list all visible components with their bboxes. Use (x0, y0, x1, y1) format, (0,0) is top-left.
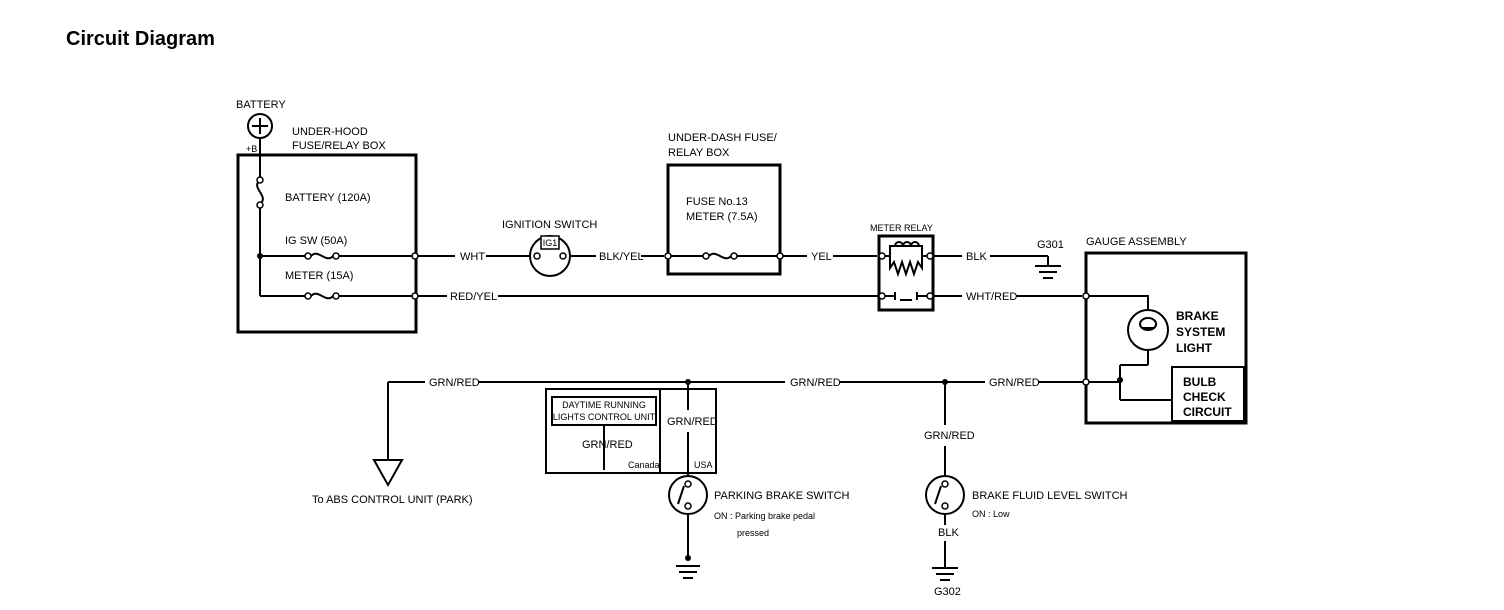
bfl-blk-label: BLK (938, 527, 959, 539)
wire-wht-label: WHT (460, 251, 485, 263)
pbs-grnred-label: GRN/RED (667, 416, 718, 428)
wire-blk-label: BLK (966, 251, 987, 263)
drl-grnred-label: GRN/RED (582, 439, 633, 451)
fluid-on-label: ON : Low (972, 509, 1010, 519)
fluid-switch-label: BRAKE FLUID LEVEL SWITCH (972, 490, 1128, 502)
g302-label: G302 (934, 586, 961, 598)
brake-light-label-3: LIGHT (1176, 341, 1213, 355)
ig1-label: IG1 (543, 238, 558, 248)
meter-fuse (260, 292, 419, 300)
wire-grnred-bus (388, 379, 1083, 385)
battery-fuse (256, 155, 264, 296)
brake-fluid-level-switch (925, 475, 965, 581)
ignition-switch-label: IGNITION SWITCH (502, 219, 597, 231)
under-hood-label-1: UNDER-HOOD (292, 126, 368, 138)
parking-brake-switch (668, 475, 708, 579)
meter-relay (877, 234, 935, 312)
g301-label: G301 (1037, 239, 1064, 251)
usa-label: USA (694, 460, 713, 470)
under-hood-label-2: FUSE/RELAY BOX (292, 140, 386, 152)
brake-light-label-1: BRAKE (1176, 309, 1219, 323)
relay-coil (878, 241, 934, 278)
brake-light-label-2: SYSTEM (1176, 325, 1225, 339)
wire-grnred-mid-label: GRN/RED (790, 377, 841, 389)
ground-g301 (1035, 256, 1061, 279)
fuse-13 (664, 252, 784, 260)
wire-blkyel-label: BLK/YEL (599, 251, 644, 263)
bfl-grnred-label: GRN/RED (924, 430, 975, 442)
battery-label: BATTERY (236, 99, 286, 111)
meter-relay-label: METER RELAY (870, 223, 933, 233)
gauge-assembly-label: GAUGE ASSEMBLY (1086, 236, 1187, 248)
fuse-battery-label: BATTERY (120A) (285, 192, 371, 204)
wire-grnred-right-label: GRN/RED (989, 377, 1040, 389)
abs-arrow (372, 382, 404, 488)
bulb-check-label-2: CHECK (1183, 390, 1226, 404)
fuse-igsw-label: IG SW (50A) (285, 235, 347, 247)
bulb-check-label-3: CIRCUIT (1183, 405, 1232, 419)
canada-label: Canada (628, 460, 660, 470)
fuse13-label-2: METER (7.5A) (686, 211, 758, 223)
under-dash-label-2: RELAY BOX (668, 147, 730, 159)
abs-control-label: To ABS CONTROL UNIT (PARK) (312, 494, 473, 506)
parking-on-label-2: pressed (737, 528, 769, 538)
fuse13-label-1: FUSE No.13 (686, 196, 748, 208)
drl-control-unit-box (545, 388, 717, 474)
fuse-meter-label: METER (15A) (285, 270, 353, 282)
page-title: Circuit Diagram (66, 28, 215, 50)
bulb-check-label-1: BULB (1183, 375, 1217, 389)
drl-label-1: DAYTIME RUNNING (562, 400, 646, 410)
wire-grnred-left-label: GRN/RED (429, 377, 480, 389)
wire-redyel-label: RED/YEL (450, 291, 497, 303)
parking-on-label-1: ON : Parking brake pedal (714, 511, 815, 521)
battery-symbol (247, 113, 273, 155)
wire-yel-label: YEL (811, 251, 832, 263)
brake-system-light (1089, 295, 1169, 383)
parking-switch-label: PARKING BRAKE SWITCH (714, 490, 850, 502)
relay-contact (878, 292, 934, 301)
ig-sw-fuse (260, 252, 419, 260)
under-dash-label-1: UNDER-DASH FUSE/ (668, 132, 778, 144)
under-dash-fuse-box (666, 163, 782, 276)
under-hood-fuse-box (236, 153, 418, 334)
wire-whtred-label: WHT/RED (966, 291, 1017, 303)
gauge-assembly (1084, 251, 1248, 425)
battery-terminal-label: +B (246, 144, 257, 154)
drl-label-2: LIGHTS CONTROL UNIT (553, 412, 656, 422)
bulb-check-circuit (1171, 366, 1245, 422)
